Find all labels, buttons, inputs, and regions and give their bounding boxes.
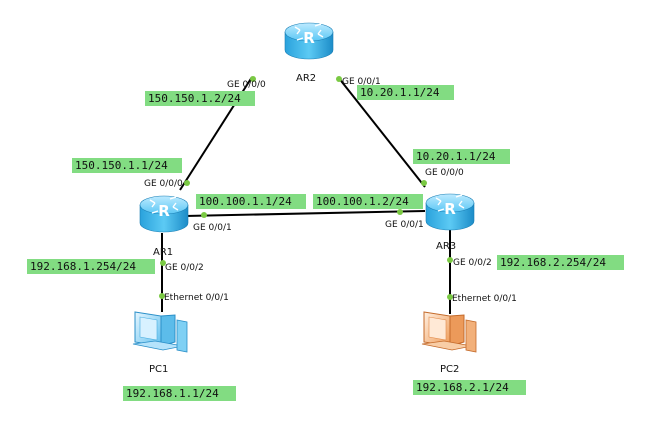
svg-text:192.168.1.1/24: 192.168.1.1/24 <box>126 387 219 400</box>
pc-icon <box>132 311 188 353</box>
pc-pc2[interactable]: PC2 <box>421 311 477 375</box>
svg-text:R: R <box>303 29 315 47</box>
ip-labels: 150.150.1.2/24 10.20.1.1/24 150.150.1.1/… <box>27 85 624 401</box>
svg-text:R: R <box>444 200 456 218</box>
port-dot <box>336 76 342 82</box>
svg-text:10.20.1.1/24: 10.20.1.1/24 <box>360 86 440 99</box>
svg-text:100.100.1.1/24: 100.100.1.1/24 <box>199 195 292 208</box>
router-icon: R <box>425 193 475 231</box>
ip-label-ar3-ge002: 192.168.2.254/24 <box>497 255 624 270</box>
device-name: AR2 <box>296 73 316 84</box>
port-dot <box>201 212 207 218</box>
device-name: AR1 <box>153 247 173 258</box>
router-ar3[interactable]: R AR3 <box>425 193 475 252</box>
ip-label-ar1-ge002: 192.168.1.254/24 <box>27 259 155 274</box>
ip-label-ar3-ge001: 100.100.1.2/24 <box>313 194 423 209</box>
ip-label-ar1-ge000: 150.150.1.1/24 <box>72 158 182 173</box>
port-label-ar3-ge001: GE 0/0/1 <box>385 220 424 230</box>
ip-label-ar2-ge001: 10.20.1.1/24 <box>357 85 454 100</box>
device-name: PC1 <box>149 364 168 375</box>
port-dot <box>447 294 453 300</box>
port-label-ar1-ge002: GE 0/0/2 <box>165 263 204 273</box>
port-dot <box>160 260 166 266</box>
link-ar2-ar3 <box>337 76 426 188</box>
port-dot <box>184 180 190 186</box>
port-dot <box>397 209 403 215</box>
port-label-ar1-ge000: GE 0/0/0 <box>144 179 183 189</box>
svg-text:192.168.1.254/24: 192.168.1.254/24 <box>30 260 136 273</box>
port-dot <box>250 76 256 82</box>
ip-label-pc1: 192.168.1.1/24 <box>123 386 236 401</box>
port-label-ar3-ge000: GE 0/0/0 <box>425 168 464 178</box>
device-name: PC2 <box>440 364 459 375</box>
port-label-pc2-eth001: Ethernet 0/0/1 <box>452 294 517 304</box>
device-name: AR3 <box>436 241 456 252</box>
router-ar2[interactable]: R AR2 <box>284 22 334 84</box>
ip-label-ar3-ge000: 10.20.1.1/24 <box>413 149 510 164</box>
router-ar1[interactable]: R AR1 <box>139 195 189 258</box>
port-dot <box>159 293 165 299</box>
port-label-ar2-ge000: GE 0/0/0 <box>227 80 266 90</box>
svg-text:10.20.1.1/24: 10.20.1.1/24 <box>416 150 496 163</box>
ip-label-ar1-ge001: 100.100.1.1/24 <box>196 194 306 209</box>
svg-text:150.150.1.1/24: 150.150.1.1/24 <box>75 159 168 172</box>
port-dot <box>447 257 453 263</box>
svg-text:192.168.2.1/24: 192.168.2.1/24 <box>416 381 509 394</box>
svg-text:R: R <box>158 202 170 220</box>
port-dot <box>421 180 427 186</box>
svg-text:150.150.1.2/24: 150.150.1.2/24 <box>148 92 241 105</box>
router-icon: R <box>139 195 189 233</box>
pc-pc1[interactable]: PC1 <box>132 311 188 375</box>
port-labels: GE 0/0/0 GE 0/0/1 GE 0/0/0 GE 0/0/1 GE 0… <box>144 77 517 304</box>
links <box>161 76 451 314</box>
ip-label-ar2-ge000: 150.150.1.2/24 <box>145 91 255 106</box>
port-dots <box>159 76 453 300</box>
port-label-ar2-ge001: GE 0/0/1 <box>342 77 381 87</box>
link-ar1-ar3 <box>184 210 426 217</box>
router-icon: R <box>284 22 334 60</box>
port-label-ar1-ge001: GE 0/0/1 <box>193 223 232 233</box>
ip-label-pc2: 192.168.2.1/24 <box>413 380 526 395</box>
svg-text:100.100.1.2/24: 100.100.1.2/24 <box>316 195 409 208</box>
port-label-ar3-ge002: GE 0/0/2 <box>453 258 492 268</box>
svg-text:192.168.2.254/24: 192.168.2.254/24 <box>500 256 606 269</box>
pc-icon <box>421 311 477 353</box>
port-label-pc1-eth001: Ethernet 0/0/1 <box>164 293 229 303</box>
